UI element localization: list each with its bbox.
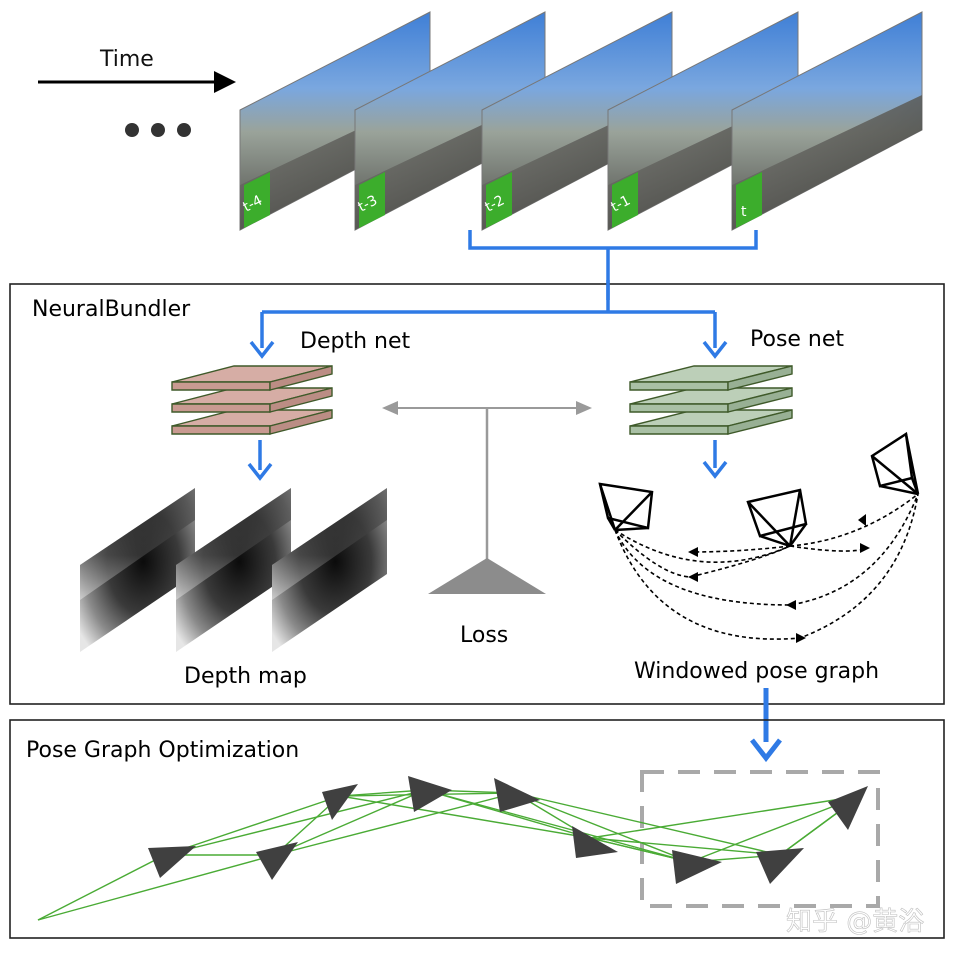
pose-node: [408, 776, 452, 812]
pose-node: [756, 848, 804, 884]
frame-label: t: [741, 204, 747, 220]
pose-nodes: [148, 776, 868, 884]
sliding-window: [640, 770, 880, 908]
timeline-diagram: Time t-4 t-3 t-2 t-1 t: [38, 11, 923, 300]
time-arrowhead: [214, 71, 236, 93]
pgo-input-arrowhead: [750, 738, 782, 763]
frame-t: t: [731, 11, 923, 231]
frame-label: t-4: [241, 192, 266, 215]
pose-node: [494, 778, 540, 812]
pose-node: [322, 784, 358, 820]
pose-graph: [598, 431, 920, 548]
pose-node: [256, 842, 298, 880]
ellipsis-dot: [177, 123, 191, 137]
frame-label: t-1: [609, 192, 634, 215]
ellipsis-dot: [151, 123, 165, 137]
pgo-edges: [37, 789, 861, 921]
pose-net-label: Pose net: [750, 327, 844, 352]
depth-maps: [80, 488, 387, 652]
pose-graph-edges: [614, 493, 919, 640]
loss-label: Loss: [460, 623, 508, 648]
time-label: Time: [99, 47, 154, 72]
pose-node: [828, 786, 868, 830]
pose-graph-arrowheads: [688, 514, 870, 643]
watermark: 知乎 @黄浴: [786, 907, 924, 937]
ellipsis-dot: [125, 123, 139, 137]
depth-net-label: Depth net: [300, 329, 410, 354]
neural-bundler-box: [9, 283, 945, 705]
pose-graph-label: Windowed pose graph: [634, 659, 879, 684]
neural-bundler-title: NeuralBundler: [32, 297, 191, 322]
pgo-panel: Pose Graph Optimization 知乎 @黄浴: [9, 700, 945, 939]
frame-label: t-2: [483, 192, 508, 215]
pgo-title: Pose Graph Optimization: [26, 738, 299, 763]
pose-node: [572, 826, 618, 858]
pose-node: [148, 846, 196, 878]
depth-net-layers: [171, 365, 333, 435]
frame-label: t-3: [356, 192, 381, 215]
pose-net-layers: [629, 365, 793, 435]
loss-balance: [382, 401, 592, 594]
depth-map-label: Depth map: [184, 664, 307, 689]
neural-bundler-panel: NeuralBundler Depth net Pose net: [9, 280, 945, 716]
pose-net-input-arrowhead: [702, 340, 728, 359]
pgo-box: [9, 719, 945, 939]
pose-node: [672, 850, 722, 884]
depth-net-input-arrowhead: [249, 340, 275, 359]
